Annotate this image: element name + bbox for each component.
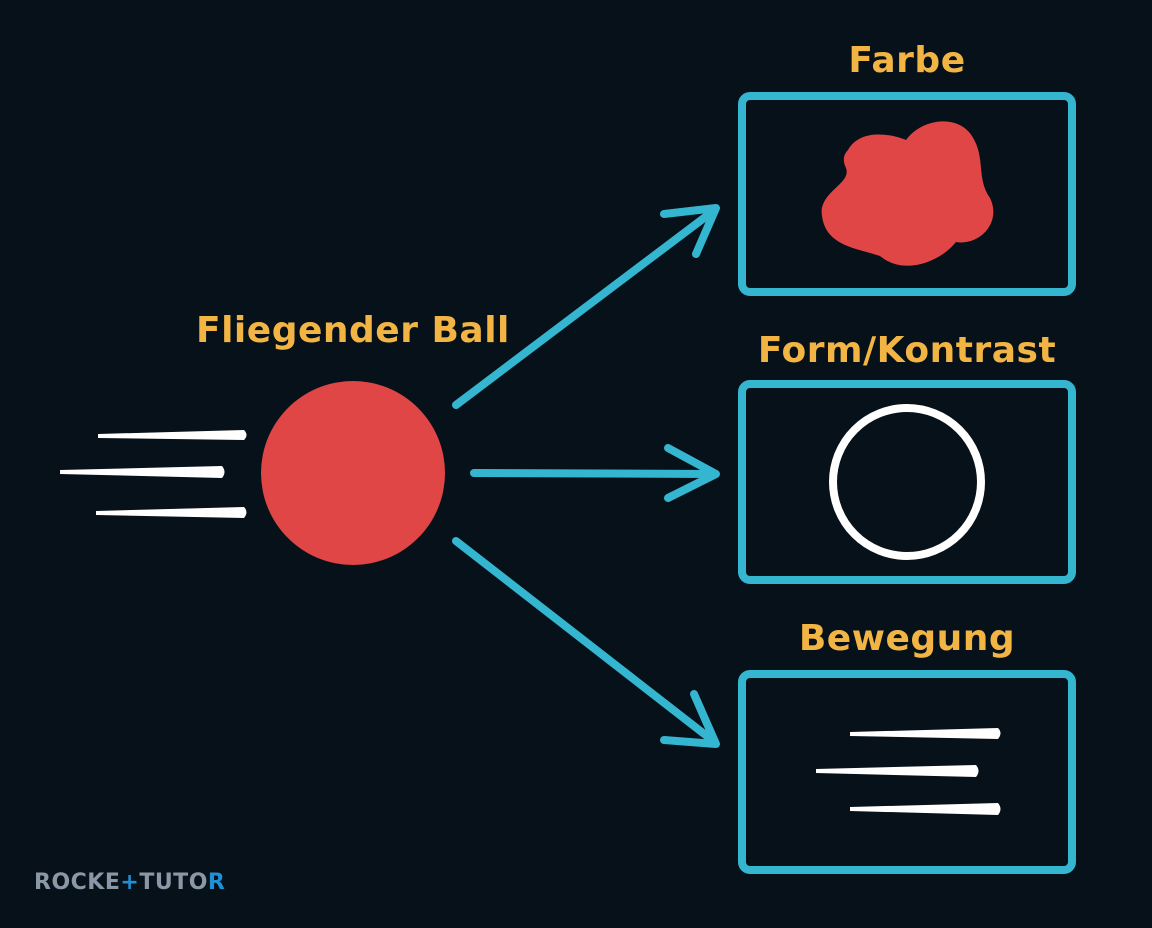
contrast-circle — [829, 404, 985, 560]
arrow-to-motion — [452, 537, 720, 748]
ball-label: Fliegender Ball — [196, 310, 510, 351]
speed-line — [816, 765, 979, 777]
color-label: Farbe — [848, 40, 966, 81]
brand-part: R — [207, 870, 226, 895]
motion-speed-lines — [816, 728, 1001, 815]
arrow-to-color — [452, 204, 720, 409]
brand-part: TUTO — [139, 870, 208, 895]
speed-line — [850, 728, 1001, 739]
motion-label: Bewegung — [798, 618, 1016, 659]
brand-logo: ROCKE+TUTOR — [34, 870, 225, 895]
speed-line — [60, 466, 225, 478]
motion-box — [738, 670, 1076, 874]
speed-line — [850, 803, 1001, 815]
ball-speed-lines — [60, 430, 247, 518]
color-blob — [821, 121, 994, 266]
speed-line — [98, 430, 247, 440]
color-box — [738, 92, 1076, 296]
arrow-to-shape — [470, 444, 720, 502]
brand-part: ROCKE — [34, 870, 121, 895]
shape-label: Form/Kontrast — [757, 330, 1057, 371]
shape-box — [738, 380, 1076, 584]
speed-line — [96, 507, 247, 518]
flying-ball — [261, 381, 445, 565]
brand-part: + — [120, 870, 140, 895]
